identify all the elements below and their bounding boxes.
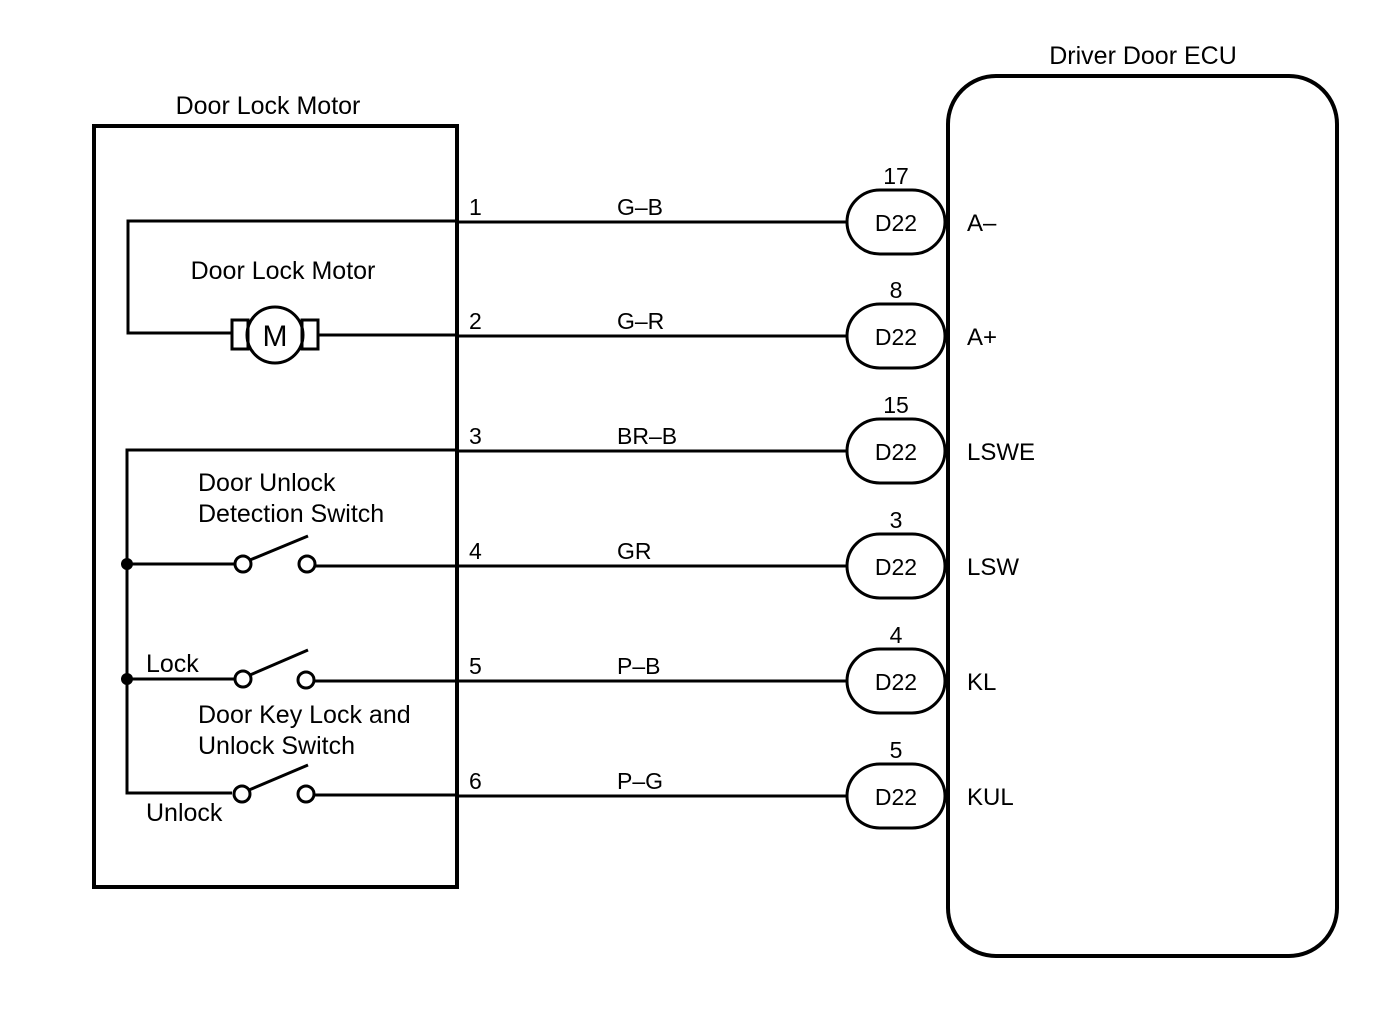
ecu-pin-number: 8 [890, 277, 903, 303]
connector-code: D22 [875, 554, 917, 580]
ecu-pin-number: 15 [883, 392, 909, 418]
door-lock-motor-box [92, 124, 459, 889]
motor-circuit: Door Lock Motor M [126, 219, 457, 365]
motor-pin-number: 4 [469, 538, 482, 564]
detection-switch-label-line2: Detection Switch [198, 500, 384, 528]
detection-switch-icon [233, 534, 457, 574]
wire-color-label: P–B [617, 653, 660, 679]
motor-wire-loop [126, 219, 457, 335]
connector-code: D22 [875, 439, 917, 465]
wire-color-label: GR [617, 538, 652, 564]
ecu-terminal-name: A+ [967, 324, 997, 351]
key-switch-label-line1: Door Key Lock and [198, 701, 411, 729]
connector-icon [845, 188, 947, 256]
connector-icon [845, 417, 947, 485]
motor-pin-number: 2 [469, 308, 482, 334]
wire-color-label: G–R [617, 308, 664, 334]
wire-color-label: G–B [617, 194, 663, 220]
connector-icon [845, 762, 947, 830]
junction-dot [121, 558, 133, 570]
connector-code: D22 [875, 324, 917, 350]
ecu-pin-number: 3 [890, 507, 903, 533]
wire-color-label: BR–B [617, 423, 677, 449]
key-switch-label-line2: Unlock Switch [198, 732, 355, 760]
motor-pin-number: 6 [469, 768, 482, 794]
ecu-terminal-name: KUL [967, 784, 1014, 811]
junction-dot [121, 673, 133, 685]
connector-code: D22 [875, 210, 917, 236]
ecu-pin-number: 17 [883, 163, 909, 189]
ecu-pin-number: 4 [890, 622, 903, 648]
wire-color-label: P–G [617, 768, 663, 794]
connector-icon [845, 532, 947, 600]
unlock-label: Unlock [146, 799, 223, 827]
unlock-switch-icon [232, 763, 457, 804]
ecu-terminal-name: LSW [967, 554, 1019, 581]
lock-switch-icon [233, 648, 457, 690]
detection-switch-label-line1: Door Unlock [198, 469, 336, 497]
motor-icon: M [230, 305, 320, 365]
motor-symbol: M [263, 320, 288, 353]
connector-code: D22 [875, 669, 917, 695]
motor-pin-number: 5 [469, 653, 482, 679]
connector-icon [845, 647, 947, 715]
door-lock-motor-title: Door Lock Motor [176, 92, 361, 120]
ecu-terminal-name: LSWE [967, 439, 1035, 466]
ecu-pin-number: 5 [890, 737, 903, 763]
connector-icon [845, 302, 947, 370]
motor-label: Door Lock Motor [191, 257, 376, 285]
driver-door-ecu-box [946, 74, 1339, 958]
motor-pin-number: 1 [469, 194, 482, 220]
ecu-terminal-name: KL [967, 669, 996, 696]
motor-pin-number: 3 [469, 423, 482, 449]
switch-common-wire [125, 448, 457, 795]
connector-code: D22 [875, 784, 917, 810]
driver-door-ecu-title: Driver Door ECU [1049, 42, 1237, 70]
ecu-terminal-name: A– [967, 210, 997, 237]
lock-label: Lock [146, 650, 199, 678]
switch-circuit: Door Unlock Detection Switch Lock Door K… [121, 448, 457, 827]
